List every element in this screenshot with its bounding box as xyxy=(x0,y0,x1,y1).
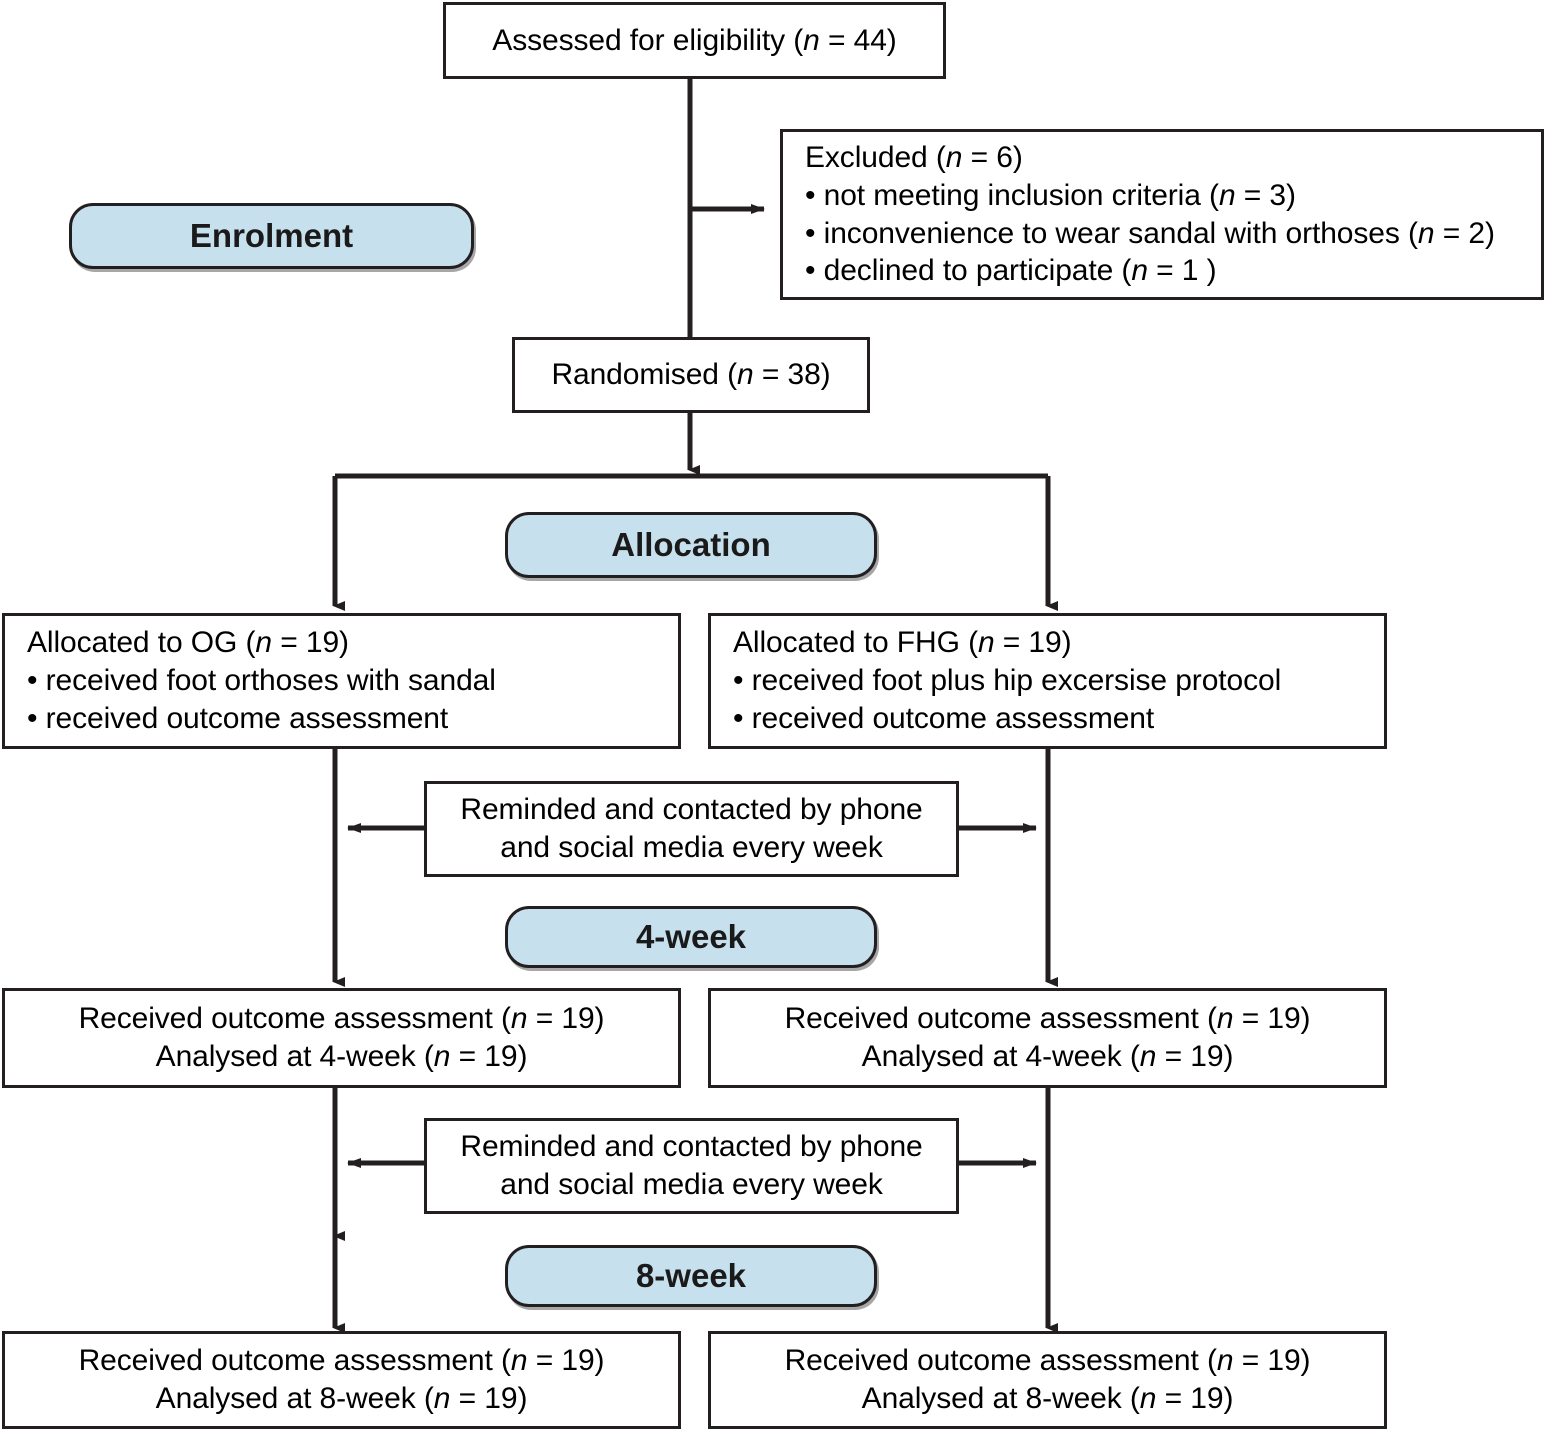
box-outcome-8week-fhg: Received outcome assessment (n = 19) Ana… xyxy=(708,1331,1387,1429)
reminder4-line-1: Reminded and contacted by phone xyxy=(460,793,923,827)
excluded-line-4: • declined to participate (n = 1 ) xyxy=(805,254,1217,288)
assessed-line-1: Assessed for eligibility (n = 44) xyxy=(492,23,897,57)
box-excluded: Excluded (n = 6) • not meeting inclusion… xyxy=(780,129,1544,300)
reminder8-line-2: and social media every week xyxy=(500,1168,883,1201)
outcome4-fhg-line-1: Received outcome assessment (n = 19) xyxy=(784,1002,1311,1036)
box-reminder-4week: Reminded and contacted by phone and soci… xyxy=(424,781,959,877)
outcome4-og-line-1: Received outcome assessment (n = 19) xyxy=(78,1002,605,1036)
stage-badge-8week: 8-week xyxy=(505,1245,877,1307)
outcome4-fhg-line-2: Analysed at 4-week (n = 19) xyxy=(861,1040,1234,1073)
alloc-fhg-line-1: Allocated to FHG (n = 19) xyxy=(733,626,1072,660)
reminder8-line-1: Reminded and contacted by phone xyxy=(460,1130,923,1164)
excluded-line-2: • not meeting inclusion criteria (n = 3) xyxy=(805,178,1296,212)
outcome8-fhg-line-2: Analysed at 8-week (n = 19) xyxy=(861,1382,1234,1415)
stage-label-8week: 8-week xyxy=(635,1257,747,1294)
randomised-line-1: Randomised (n = 38) xyxy=(551,358,831,392)
box-reminder-8week: Reminded and contacted by phone and soci… xyxy=(424,1118,959,1214)
stage-label-4week: 4-week xyxy=(635,918,747,955)
stage-badge-4week: 4-week xyxy=(505,906,877,968)
box-outcome-4week-fhg: Received outcome assessment (n = 19) Ana… xyxy=(708,988,1387,1088)
box-allocated-fhg: Allocated to FHG (n = 19) • received foo… xyxy=(708,613,1387,749)
outcome8-og-line-2: Analysed at 8-week (n = 19) xyxy=(155,1382,528,1415)
box-allocated-og: Allocated to OG (n = 19) • received foot… xyxy=(2,613,681,749)
alloc-og-line-1: Allocated to OG (n = 19) xyxy=(27,626,349,660)
box-outcome-4week-og: Received outcome assessment (n = 19) Ana… xyxy=(2,988,681,1088)
alloc-fhg-line-2: • received foot plus hip excersise proto… xyxy=(733,664,1282,698)
reminder4-line-2: and social media every week xyxy=(500,831,883,864)
stage-label-allocation: Allocation xyxy=(611,526,771,563)
outcome8-og-line-1: Received outcome assessment (n = 19) xyxy=(78,1344,605,1378)
excluded-line-3: • inconvenience to wear sandal with orth… xyxy=(805,216,1495,250)
stage-label-enrolment: Enrolment xyxy=(189,217,354,254)
excluded-line-1: Excluded (n = 6) xyxy=(805,140,1023,174)
alloc-fhg-line-3: • received outcome assessment xyxy=(733,701,1155,735)
box-outcome-8week-og: Received outcome assessment (n = 19) Ana… xyxy=(2,1331,681,1429)
stage-badge-enrolment: Enrolment xyxy=(69,203,474,269)
outcome4-og-line-2: Analysed at 4-week (n = 19) xyxy=(155,1040,528,1073)
outcome8-fhg-line-1: Received outcome assessment (n = 19) xyxy=(784,1344,1311,1378)
alloc-og-line-3: • received outcome assessment xyxy=(27,701,449,735)
box-assessed-for-eligibility: Assessed for eligibility (n = 44) xyxy=(443,2,946,79)
box-randomised: Randomised (n = 38) xyxy=(512,337,870,413)
stage-badge-allocation: Allocation xyxy=(505,512,877,578)
alloc-og-line-2: • received foot orthoses with sandal xyxy=(27,664,496,698)
